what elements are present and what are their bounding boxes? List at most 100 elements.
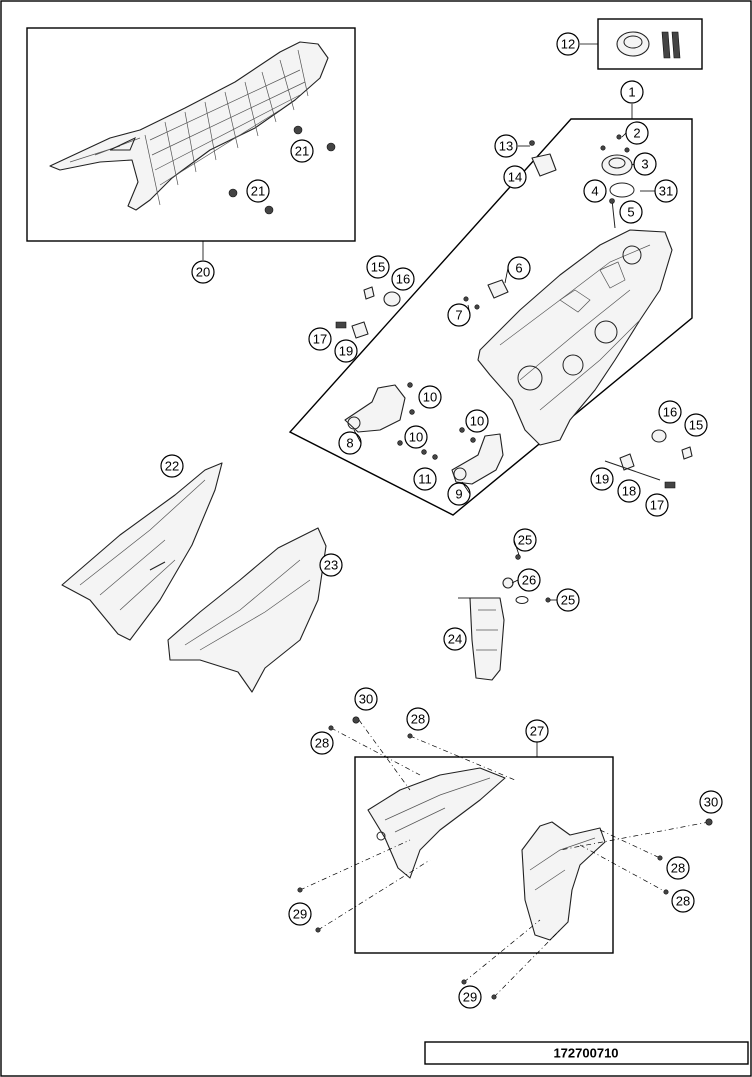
svg-text:30: 30	[359, 692, 373, 707]
callout-19-b: 19	[590, 467, 614, 491]
callout-16-a: 16	[391, 267, 415, 291]
drawing-number: 172700710	[553, 1046, 618, 1061]
svg-text:9: 9	[455, 487, 462, 502]
callout-4: 4	[583, 179, 607, 203]
svg-text:20: 20	[196, 265, 210, 280]
svg-text:10: 10	[423, 390, 437, 405]
svg-text:6: 6	[515, 261, 522, 276]
callout-11: 11	[413, 467, 437, 491]
bracket-8	[344, 382, 415, 446]
side-cover-right	[167, 527, 327, 693]
callout-15-a: 15	[366, 255, 390, 279]
svg-text:4: 4	[591, 184, 598, 199]
callout-22: 22	[160, 454, 184, 478]
svg-text:7: 7	[455, 308, 462, 323]
svg-text:14: 14	[508, 170, 522, 185]
side-cover-left	[61, 462, 223, 641]
svg-text:18: 18	[622, 484, 636, 499]
svg-text:27: 27	[530, 724, 544, 739]
cover-fasteners	[297, 716, 713, 1000]
svg-text:17: 17	[650, 498, 664, 513]
svg-text:13: 13	[499, 139, 513, 154]
callout-13: 13	[494, 134, 518, 158]
callout-12: 12	[556, 32, 580, 56]
svg-text:26: 26	[522, 573, 536, 588]
assembly-lines	[299, 719, 710, 998]
tank-cap-set-frame	[597, 18, 703, 70]
svg-text:16: 16	[663, 405, 677, 420]
callout-26: 26	[517, 568, 541, 592]
callout-30-a: 30	[354, 687, 378, 711]
svg-text:2: 2	[633, 126, 640, 141]
svg-text:25: 25	[518, 533, 532, 548]
callout-21-a: 21	[290, 139, 314, 163]
svg-text:10: 10	[470, 414, 484, 429]
svg-text:28: 28	[411, 712, 425, 727]
seat-nuts-upper	[293, 125, 336, 152]
callout-1: 1	[620, 80, 644, 104]
svg-text:10: 10	[409, 430, 423, 445]
callout-10-a: 10	[418, 385, 442, 409]
callout-17-a: 17	[308, 327, 332, 351]
seat-nuts-lower	[228, 188, 274, 215]
callout-3: 3	[633, 152, 657, 176]
svg-text:8: 8	[346, 436, 353, 451]
fuel-tank-group	[288, 104, 693, 516]
svg-text:28: 28	[315, 736, 329, 751]
svg-text:22: 22	[165, 459, 179, 474]
callout-24: 24	[443, 627, 467, 651]
callout-8: 8	[338, 431, 362, 455]
svg-text:11: 11	[418, 472, 432, 487]
callout-18: 18	[617, 479, 641, 503]
svg-text:19: 19	[595, 472, 609, 487]
svg-text:1: 1	[628, 85, 635, 100]
callout-7: 7	[447, 303, 471, 327]
clip-6	[487, 279, 509, 299]
number-plate-24	[458, 554, 551, 681]
svg-text:30: 30	[704, 795, 718, 810]
callout-23: 23	[319, 553, 343, 577]
cover-left-27	[367, 767, 506, 879]
svg-text:16: 16	[396, 272, 410, 287]
svg-text:28: 28	[671, 861, 685, 876]
callouts: 1 2 3 4 5 6 7 8 9 10 10 10 11 12 13 14 1…	[160, 32, 723, 1009]
mount-hardware-left	[335, 286, 401, 339]
svg-text:17: 17	[313, 332, 327, 347]
callout-15-b: 15	[684, 413, 708, 437]
callout-10-b: 10	[404, 425, 428, 449]
svg-text:15: 15	[689, 418, 703, 433]
bracket-13-14	[518, 140, 557, 177]
callout-10-c: 10	[465, 409, 489, 433]
callout-20: 20	[191, 260, 215, 284]
svg-text:15: 15	[371, 260, 385, 275]
tank-cap-set	[580, 18, 703, 70]
callout-6: 6	[507, 256, 531, 280]
screws-7	[463, 296, 480, 310]
callout-21-b: 21	[246, 179, 270, 203]
callout-29-b: 29	[458, 985, 482, 1009]
seat-group	[26, 27, 356, 260]
callout-28-d: 28	[671, 889, 695, 913]
callout-29-a: 29	[288, 902, 312, 926]
fuel-tank-part	[477, 229, 673, 446]
callout-17-b: 17	[645, 493, 669, 517]
seat-part	[49, 41, 329, 211]
fuel-pump-flange	[600, 134, 635, 229]
drawing-number-box: 172700710	[424, 1041, 749, 1065]
cover-right-27	[521, 821, 606, 941]
svg-text:29: 29	[293, 907, 307, 922]
svg-text:29: 29	[463, 990, 477, 1005]
callout-14: 14	[503, 165, 527, 189]
svg-text:21: 21	[251, 184, 265, 199]
callout-5: 5	[619, 200, 643, 224]
callout-28-a: 28	[310, 731, 334, 755]
mount-hardware-right	[604, 429, 693, 489]
svg-text:24: 24	[448, 632, 462, 647]
callout-28-b: 28	[406, 707, 430, 731]
svg-text:5: 5	[627, 205, 634, 220]
callout-30-b: 30	[699, 790, 723, 814]
callout-25-b: 25	[556, 588, 580, 612]
svg-text:12: 12	[561, 37, 575, 52]
callout-19-a: 19	[334, 339, 358, 363]
